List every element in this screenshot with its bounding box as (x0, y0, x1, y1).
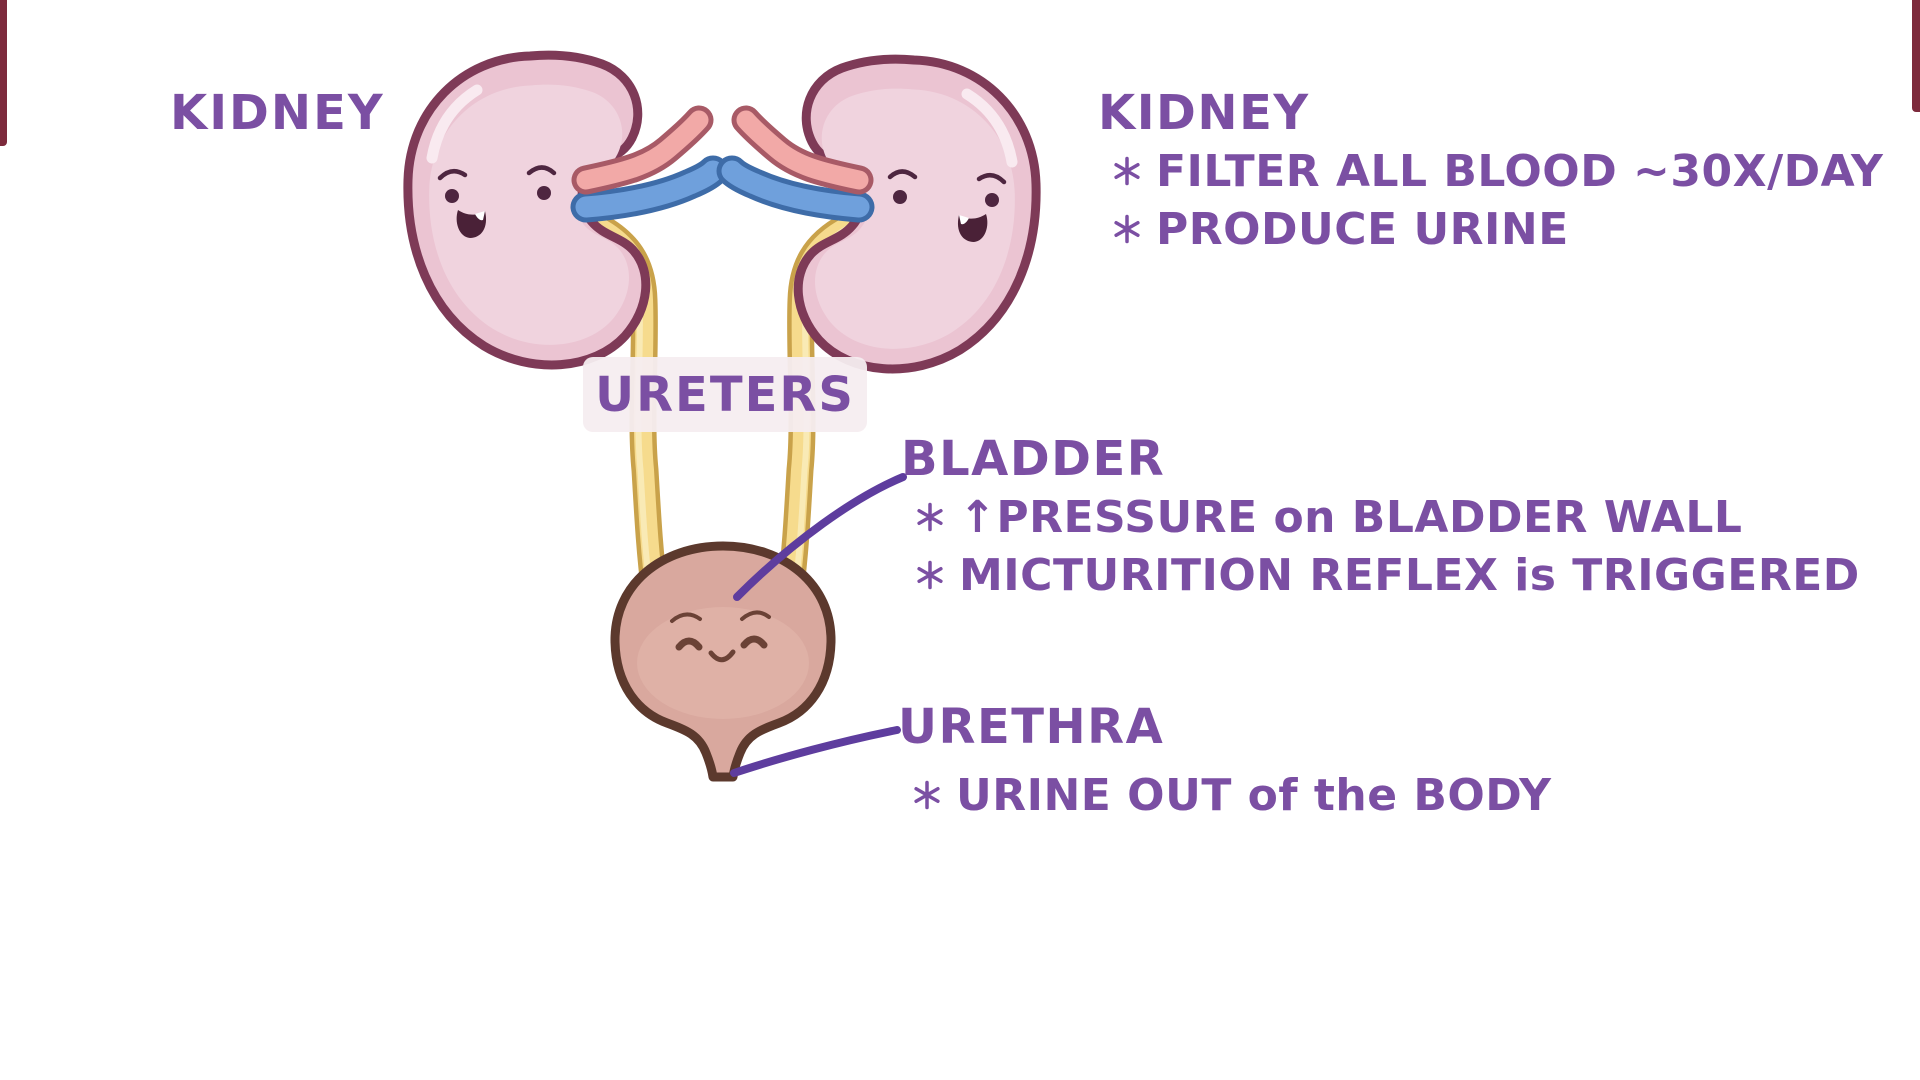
bladder-mouth (708, 649, 736, 663)
bullet-text: MICTURITION REFLEX is TRIGGERED (959, 549, 1860, 601)
bladder-info-title: BLADDER (901, 431, 1166, 487)
kidney-bullet-produce-urine: PRODUCE URINE (1098, 200, 1883, 258)
kidney-info-title: KIDNEY (1098, 85, 1310, 141)
kidney-info-block: KIDNEY FILTER ALL BLOOD ~30X/DAY PRODUCE… (1098, 84, 1883, 258)
bladder-bullet-pressure: ↑PRESSURE on BLADDER WALL (901, 488, 1860, 546)
right-renal-vein (716, 155, 875, 223)
kidney-gloss (961, 88, 1018, 168)
kidney-tooth (959, 215, 969, 225)
left-renal-artery (571, 105, 714, 195)
bullet-text: ↑PRESSURE on BLADDER WALL (959, 491, 1743, 543)
left-renal-vein (570, 155, 729, 223)
bullet-text: URINE OUT of the BODY (956, 769, 1552, 821)
asterisk-icon (914, 780, 940, 810)
left-kidney (408, 55, 646, 365)
bladder-info-block: BLADDER ↑PRESSURE on BLADDER WALL MICTUR… (901, 430, 1860, 604)
right-frame-edge (1912, 0, 1920, 112)
urethra-info-block: URETHRA URINE OUT of the BODY (898, 698, 1551, 824)
urethra-info-title: URETHRA (898, 699, 1165, 755)
asterisk-icon (1114, 214, 1140, 244)
bullet-text: FILTER ALL BLOOD ~30X/DAY (1156, 145, 1884, 197)
asterisk-icon (917, 502, 943, 532)
bladder (610, 541, 836, 782)
kidney-gloss (426, 84, 483, 164)
asterisk-icon (917, 560, 943, 590)
kidney-tooth (475, 211, 485, 221)
kidney-face (887, 169, 1007, 242)
urethra-leader-line (730, 726, 901, 777)
ureters-label: URETERS (595, 366, 855, 423)
bladder-face (670, 610, 771, 663)
bullet-text: PRODUCE URINE (1156, 203, 1569, 255)
urethra-bullet-urine-out: URINE OUT of the BODY (898, 766, 1551, 824)
right-kidney (798, 59, 1036, 369)
left-kidney-label: KIDNEY (170, 85, 385, 141)
ureters-label-box: URETERS (583, 357, 867, 432)
asterisk-icon (1114, 156, 1140, 186)
left-frame-edge (0, 0, 7, 146)
bladder-leader-line (733, 473, 907, 601)
bladder-bullet-micturition: MICTURITION REFLEX is TRIGGERED (901, 546, 1860, 604)
right-renal-artery (731, 105, 874, 195)
kidney-bullet-filter-blood: FILTER ALL BLOOD ~30X/DAY (1098, 142, 1883, 200)
kidney-face (437, 165, 557, 238)
bladder-inner-highlight (637, 607, 809, 719)
